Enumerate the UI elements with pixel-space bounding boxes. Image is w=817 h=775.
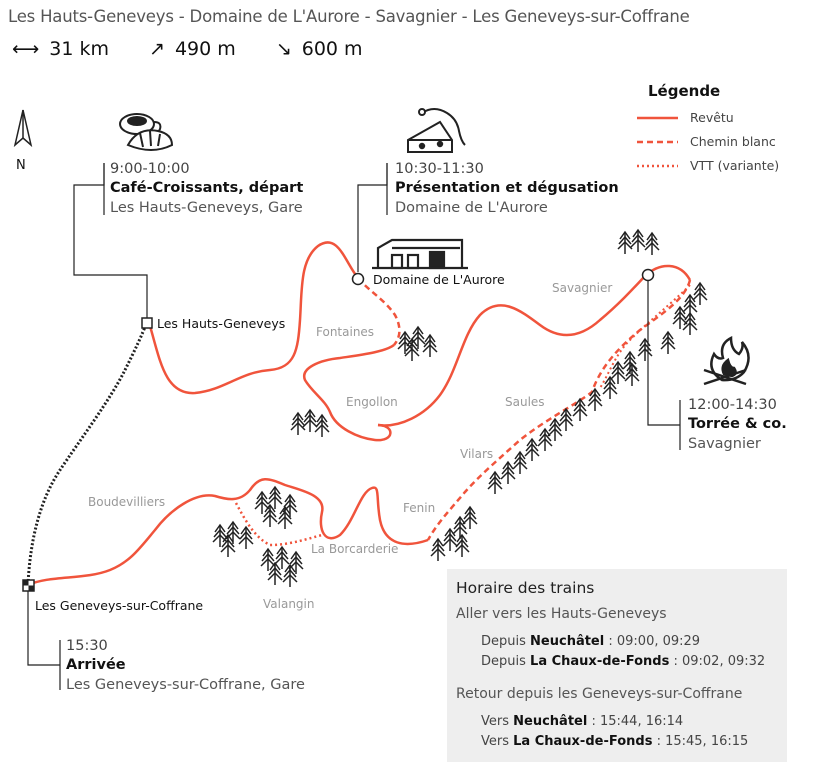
place-fenin: Fenin: [403, 501, 436, 515]
place-fontaines: Fontaines: [316, 325, 375, 339]
distance-icon: ⟷: [12, 38, 40, 60]
place-hauts-geneveys: Les Hauts-Geneveys: [157, 316, 286, 331]
page-title: Les Hauts-Geneveys - Domaine de L'Aurore…: [8, 7, 690, 26]
tasting-name: Présentation et dégusation: [395, 180, 619, 196]
row-prefix: Depuis: [481, 654, 526, 669]
place-savagnier: Savagnier: [552, 281, 613, 295]
arrival-place: Les Geneveys-sur-Coffrane, Gare: [66, 677, 305, 693]
row-prefix: Vers: [481, 734, 509, 749]
outbound-row-neuchatel: Depuis Neuchâtel : 09:00, 09:29: [481, 634, 700, 649]
lunch-time: 12:00-14:30: [688, 397, 777, 413]
row-prefix: Vers: [481, 714, 509, 729]
start-name: Café-Croissants, départ: [110, 180, 304, 196]
savagnier-point: [641, 268, 655, 282]
descent-value: 600 m: [301, 38, 363, 60]
start-time: 9:00-10:00: [110, 161, 190, 177]
lunch-name: Torrée & co.: [688, 416, 787, 432]
place-saules: Saules: [505, 395, 545, 409]
train-schedule-box: [447, 569, 787, 762]
descent-icon: ↘: [275, 38, 292, 60]
place-engollon: Engollon: [346, 395, 398, 409]
row-times: : 09:02, 09:32: [673, 654, 766, 669]
route-gravel-2: [426, 279, 692, 541]
lunch-leader: [647, 280, 680, 426]
arrival-time: 15:30: [66, 638, 108, 654]
arrival-name: Arrivée: [66, 657, 126, 673]
return-row-neuchatel: Vers Neuchâtel : 15:44, 16:14: [481, 714, 683, 729]
station-square-icon: [141, 317, 153, 329]
route-stats: ⟷ 31 km ↗ 490 m ↘ 600 m: [12, 38, 397, 60]
return-heading: Retour depuis les Geneveys-sur-Coffrane: [456, 686, 743, 702]
route-paved-1: [148, 241, 359, 395]
lunch-place: Savagnier: [688, 436, 761, 452]
route-paved-2: [303, 343, 395, 442]
place-geneveys-coffrane: Les Geneveys-sur-Coffrane: [35, 598, 204, 613]
descent-stat: ↘ 600 m: [276, 38, 363, 60]
route-vtt-variant: [234, 502, 323, 547]
row-times: : 15:45, 16:15: [656, 734, 749, 749]
coffee-croissant-icon: [119, 113, 174, 151]
cheese-sausage-icon: [407, 108, 466, 153]
route-paved-4: [27, 478, 429, 587]
tasting-place: Domaine de L'Aurore: [395, 200, 548, 216]
distance-value: 31 km: [49, 38, 109, 60]
railway-line: [26, 321, 149, 586]
place-boudevilliers: Boudevilliers: [88, 495, 166, 509]
row-station: Neuchâtel: [530, 634, 605, 649]
row-times: : 15:44, 16:14: [591, 714, 684, 729]
arrival-leader: [27, 590, 60, 666]
legend-gravel-label: Chemin blanc: [690, 134, 776, 149]
outbound-heading: Aller vers les Hauts-Geneveys: [456, 606, 667, 622]
ascent-value: 490 m: [174, 38, 236, 60]
legend-paved-label: Revêtu: [690, 110, 734, 125]
place-valangin: Valangin: [263, 597, 315, 611]
row-times: : 09:00, 09:29: [608, 634, 701, 649]
distance-stat: ⟷ 31 km: [12, 38, 109, 60]
place-vilars: Vilars: [460, 447, 494, 461]
place-domaine: Domaine de L'Aurore: [373, 272, 505, 287]
ascent-icon: ↗: [149, 38, 165, 60]
north-arrow-icon: [13, 109, 33, 148]
place-borcarderie: La Borcarderie: [311, 542, 399, 556]
route-gravel-1: [357, 277, 401, 346]
finish-flag-icon: [22, 579, 35, 592]
train-schedule-title: Horaire des trains: [456, 579, 595, 597]
row-prefix: Depuis: [481, 634, 526, 649]
row-station: Neuchâtel: [513, 714, 588, 729]
legend-title: Légende: [648, 82, 721, 100]
north-label: N: [16, 158, 26, 173]
ascent-stat: ↗ 490 m: [149, 38, 236, 60]
start-place: Les Hauts-Geneveys, Gare: [110, 200, 303, 216]
outbound-row-chaux-de-fonds: Depuis La Chaux-de-Fonds : 09:02, 09:32: [481, 654, 765, 669]
tasting-time: 10:30-11:30: [395, 161, 484, 177]
return-row-chaux-de-fonds: Vers La Chaux-de-Fonds : 15:45, 16:15: [481, 734, 748, 749]
tasting-leader: [357, 163, 388, 272]
campfire-icon: [703, 335, 750, 386]
route-vtt-variant-2: [599, 284, 691, 389]
row-station: La Chaux-de-Fonds: [530, 654, 670, 669]
domaine-point: [351, 272, 365, 286]
row-station: La Chaux-de-Fonds: [513, 734, 653, 749]
legend-vtt-label: VTT (variante): [690, 158, 780, 173]
building-icon: [372, 238, 468, 270]
